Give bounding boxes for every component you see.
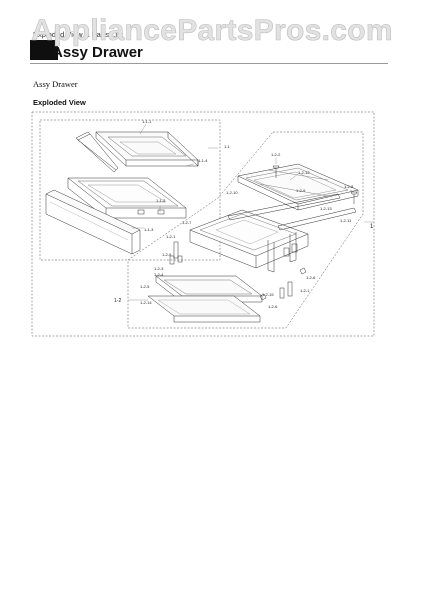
callout-1-2-7: 1-2-7	[182, 220, 192, 225]
callout-1-2: 1-2	[114, 298, 121, 304]
callout-1-2-14: 1-2-14	[140, 300, 152, 305]
callout-1-2-13: 1-2-13	[320, 206, 332, 211]
breadcrumb: Exploded View & Parts List	[33, 30, 123, 39]
bracket-1-2-3	[173, 241, 183, 263]
callout-1-2-3: 1-2-3	[154, 266, 164, 271]
assy-1-1-dashed-outline	[39, 119, 221, 261]
screw-1-2-8	[350, 191, 358, 204]
callout-1-2-5: 1-2-5	[140, 284, 150, 289]
page-title: Assy Drawer	[52, 44, 143, 61]
callout-1-1-1: 1-1-1	[142, 119, 152, 124]
callout-1-2-6-right: 1-2-6	[306, 275, 316, 280]
exploded-view-diagram: 1-1-1 1-1 1-1-4 1-1-2 1-1-3 1-2-2 1-2-12…	[31, 111, 375, 337]
clip-1-2-6-right	[299, 267, 307, 275]
callout-1-2-11: 1-2-11	[340, 218, 352, 223]
drawer-tub	[67, 177, 187, 219]
callout-1-2-10: 1-2-10	[226, 190, 238, 195]
callout-1: 1	[370, 224, 374, 230]
callout-1-2-1-right: 1-2-1	[300, 288, 310, 293]
section-heading: Exploded View	[33, 98, 86, 107]
drawer-front-bar	[147, 295, 261, 323]
callout-1-1-2: 1-1-2	[156, 198, 166, 203]
section-subtitle: Assy Drawer	[33, 79, 78, 89]
callout-1-2-15: 1-2-15	[262, 292, 274, 297]
callout-1-2-9: 1-2-9	[296, 188, 306, 193]
drawer-slide-rails	[227, 193, 357, 231]
screw-1-2-2	[272, 165, 280, 178]
bracket-1-2-6	[169, 255, 175, 265]
callout-1-2-4: 1-2-4	[154, 272, 164, 277]
callout-1-1-3: 1-1-3	[144, 227, 154, 232]
clip-1-2-15	[259, 293, 267, 301]
watermark: AppliancePartsPros.com	[31, 14, 393, 48]
callout-1-2-6-lower: 1-2-6	[268, 304, 278, 309]
callout-1-2-6: 1-2-6	[162, 252, 172, 257]
drawer-top-tray	[95, 131, 199, 167]
title-tab-bar	[30, 40, 58, 60]
outer-dashed-frame	[31, 111, 375, 337]
callout-1-1-4: 1-1-4	[198, 158, 208, 163]
callout-1-1: 1-1	[224, 144, 231, 149]
callout-1-2-2: 1-2-2	[271, 152, 281, 157]
callout-1-2-8: 1-2-8	[344, 184, 354, 189]
title-divider	[30, 63, 388, 64]
callout-1-2-12: 1-2-12	[298, 170, 310, 175]
drawer-front-panel	[45, 189, 141, 255]
drawer-side-rail	[75, 131, 119, 173]
assy-1-2-dashed-outline	[127, 131, 364, 329]
bracket-right-1-2-1	[279, 281, 293, 299]
drawer-frame-base	[189, 209, 309, 273]
callout-1-2-1: 1-2-1	[166, 234, 176, 239]
